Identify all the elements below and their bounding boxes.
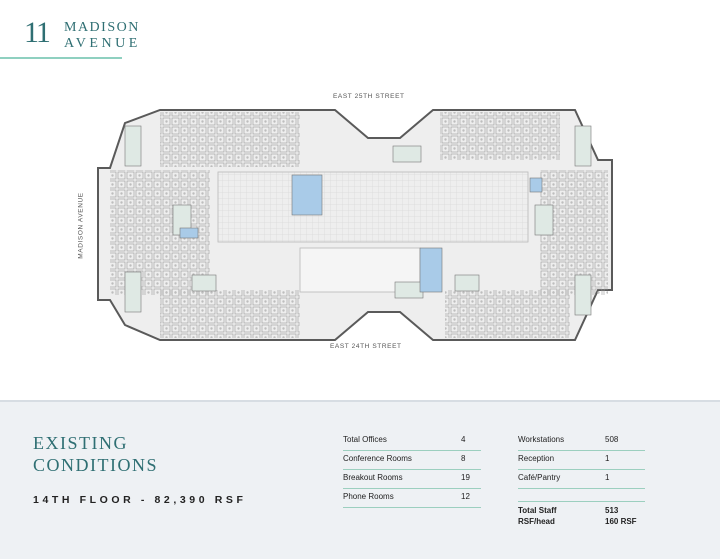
stat-row: Workstations 508 <box>518 432 645 451</box>
stat-label: Workstations <box>518 435 565 444</box>
stat-value: 19 <box>461 473 470 482</box>
logo-underline <box>0 57 122 59</box>
stat-value: 1 <box>605 454 610 463</box>
stat-value: 8 <box>461 454 466 463</box>
stats-right: Workstations 508 Reception 1 Café/Pantry 1 <box>518 432 645 489</box>
total-value: 513 <box>605 506 619 515</box>
stat-row: Phone Rooms 12 <box>343 489 481 508</box>
total-row: RSF/head 160 RSF <box>518 517 658 528</box>
total-row: Total Staff 513 <box>518 506 658 517</box>
total-label: RSF/head <box>518 517 555 526</box>
stat-value: 508 <box>605 435 619 444</box>
stats-left: Total Offices 4 Conference Rooms 8 Breakou… <box>343 432 481 508</box>
floor-subtitle: 14TH FLOOR - 82,390 RSF <box>33 494 247 506</box>
totals: Total Staff 513 RSF/head 160 RSF <box>518 506 658 528</box>
info-panel: EXISTING CONDITIONS 14TH FLOOR - 82,390 … <box>0 400 720 559</box>
logo-number: 11 <box>24 16 51 49</box>
stat-row: Café/Pantry 1 <box>518 470 645 489</box>
stat-row: Breakout Rooms 19 <box>343 470 481 489</box>
stat-row: Total Offices 4 <box>343 432 481 451</box>
stat-value: 12 <box>461 492 470 501</box>
stat-label: Total Offices <box>343 435 387 444</box>
stat-value: 1 <box>605 473 610 482</box>
stat-label: Breakout Rooms <box>343 473 403 482</box>
panel-title-line1: EXISTING <box>33 433 128 453</box>
floor-plan: EAST 25TH STREET EAST 24TH STREET MADISO… <box>77 93 613 350</box>
total-value: 160 RSF <box>605 517 637 526</box>
street-south: EAST 24TH STREET <box>330 343 402 350</box>
panel-title: EXISTING CONDITIONS <box>33 432 158 476</box>
logo-line1: MADISON <box>64 20 140 35</box>
street-north: EAST 25TH STREET <box>333 93 405 100</box>
stat-label: Reception <box>518 454 555 463</box>
floor-plan-drawing <box>97 109 613 341</box>
stat-row: Conference Rooms 8 <box>343 451 481 470</box>
stat-value: 4 <box>461 435 466 444</box>
stat-label: Phone Rooms <box>343 492 394 501</box>
stat-label: Café/Pantry <box>518 473 561 482</box>
stat-row: Reception 1 <box>518 451 645 470</box>
street-west: MADISON AVENUE <box>77 192 85 259</box>
totals-divider <box>518 501 645 502</box>
panel-title-line2: CONDITIONS <box>33 455 158 475</box>
stat-label: Conference Rooms <box>343 454 412 463</box>
total-label: Total Staff <box>518 506 557 515</box>
logo-line2: AVENUE <box>64 36 141 51</box>
